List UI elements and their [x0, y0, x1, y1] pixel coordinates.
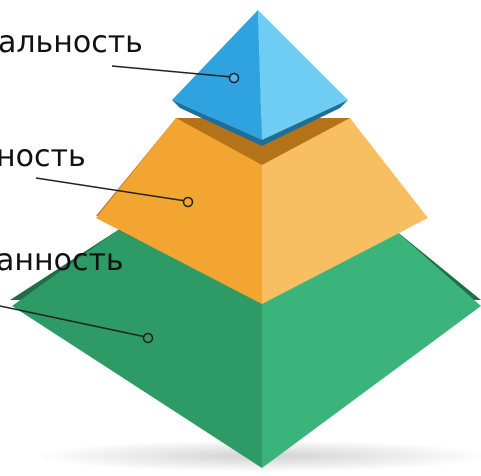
tier-middle: [96, 118, 428, 304]
connector-bottom: [0, 305, 147, 338]
connector-top-dot: [228, 72, 240, 84]
tier-bottom-right-face: [262, 230, 481, 468]
connector-top: [111, 65, 233, 78]
level-label-top: альность: [0, 25, 143, 60]
level-label-middle: ность: [0, 139, 86, 174]
connector-bottom-dot: [142, 332, 154, 344]
tier-middle-left-face: [96, 118, 262, 304]
tier-top-right-face: [258, 10, 348, 140]
tier-middle-right-face: [262, 118, 428, 304]
level-label-bottom: анность: [0, 243, 124, 278]
connector-middle: [35, 177, 187, 202]
connector-middle-dot: [182, 196, 194, 208]
tier-bottom-left-face: [12, 230, 262, 468]
